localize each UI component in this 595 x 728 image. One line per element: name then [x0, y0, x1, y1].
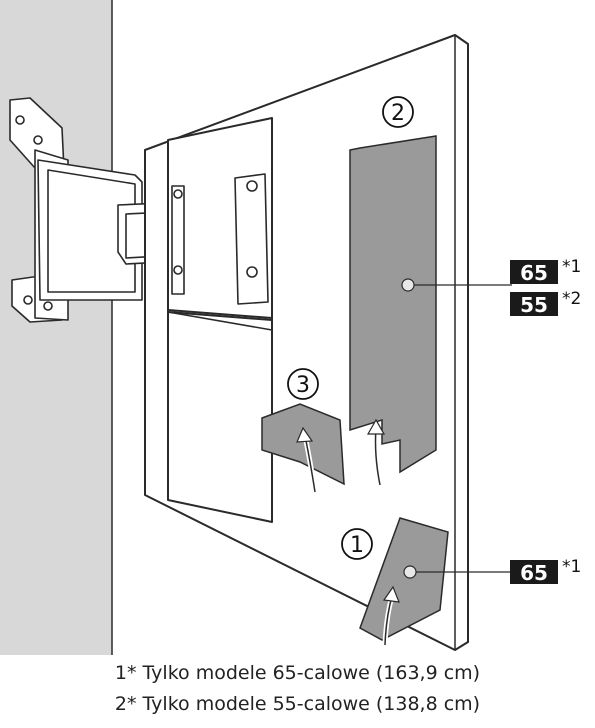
svg-text:55: 55 [520, 293, 548, 317]
wall [0, 0, 112, 655]
tv-bracket [171, 173, 269, 305]
model-badge-55-panel-2: 55 *2 [510, 289, 581, 317]
cover-panel-2 [349, 135, 437, 486]
callout-number-1: 1 [341, 528, 373, 560]
callout-number-3: 3 [287, 368, 319, 400]
svg-text:*1: *1 [562, 257, 581, 277]
cover-panel-3 [261, 403, 345, 493]
svg-text:*1: *1 [562, 557, 581, 577]
footnote-1: 1* Tylko modele 65-calowe (163,9 cm) [114, 662, 481, 684]
model-badge-65-panel-1: 65 *1 [510, 557, 581, 585]
svg-text:3: 3 [296, 373, 310, 398]
footnote-2: 2* Tylko modele 55-calowe (138,8 cm) [114, 693, 481, 715]
callout-number-2: 2 [382, 96, 414, 128]
cover-panel-1 [359, 517, 449, 646]
footnotes: 1* Tylko modele 65-calowe (163,9 cm) 2* … [0, 658, 595, 720]
svg-text:65: 65 [520, 561, 548, 585]
svg-text:2: 2 [391, 101, 405, 126]
wall-bracket [9, 97, 143, 323]
svg-text:*2: *2 [562, 289, 581, 309]
svg-text:1: 1 [350, 533, 364, 558]
svg-text:65: 65 [520, 261, 548, 285]
model-badge-65-panel-2: 65 *1 [510, 257, 581, 285]
